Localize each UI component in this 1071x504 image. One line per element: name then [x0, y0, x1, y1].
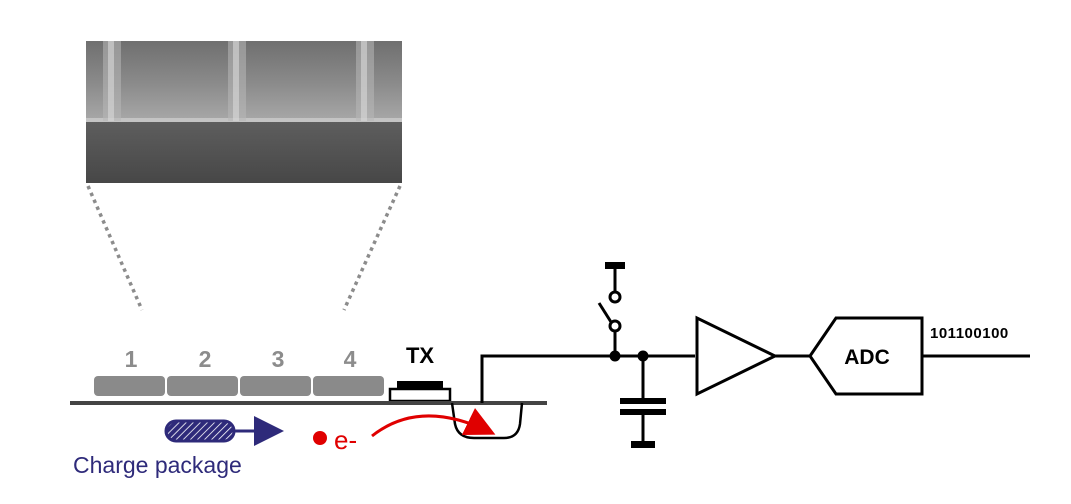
gate-number-4: 4	[344, 346, 357, 372]
transfer-gate	[388, 381, 452, 403]
adc-label: ADC	[844, 346, 890, 369]
reset-switch	[597, 262, 625, 362]
gate-electrode-3	[240, 376, 311, 396]
gate-electrode-1	[94, 376, 165, 396]
micrograph-gate-gaps	[103, 41, 374, 121]
charge-package	[164, 416, 284, 446]
zoom-indicator-lines	[86, 185, 402, 311]
gate-number-3: 3	[272, 346, 285, 372]
amplifier-icon	[695, 315, 779, 397]
gate-electrode-2	[167, 376, 238, 396]
tx-label: TX	[406, 343, 434, 368]
gate-number-2: 2	[199, 346, 212, 372]
floating-diffusion-well	[450, 402, 524, 440]
sense-node-wire	[480, 354, 695, 403]
electron-label: e-	[334, 425, 357, 455]
sem-micrograph	[86, 41, 402, 183]
gate-number-1: 1	[125, 346, 138, 372]
digital-output-bits: 101100100	[930, 325, 1009, 342]
electron-transfer-arrow	[371, 408, 496, 438]
sense-capacitor	[620, 350, 666, 448]
electron-dot	[313, 431, 327, 445]
gate-electrode-4	[313, 376, 384, 396]
gate-electrodes	[94, 376, 384, 396]
charge-package-label: Charge package	[73, 452, 242, 478]
